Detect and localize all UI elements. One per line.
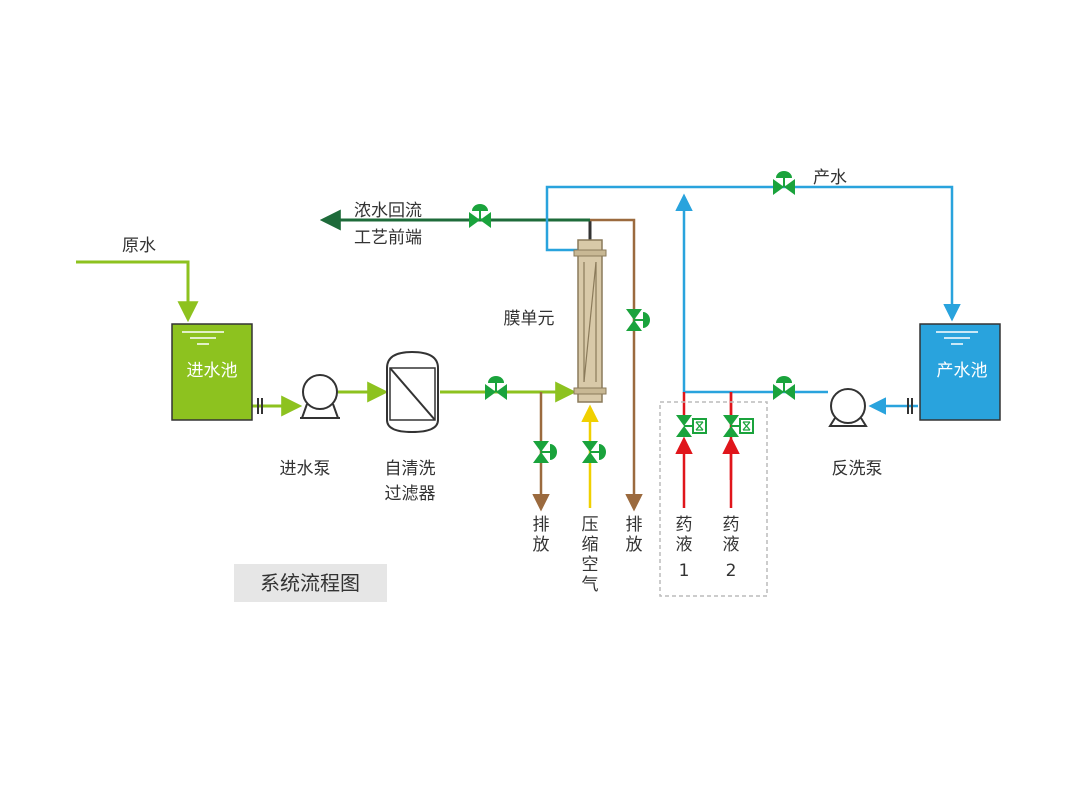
air-char-3: 空 — [582, 555, 599, 575]
inlet-tank — [171, 323, 263, 421]
chem-1-char-2: 液 — [676, 535, 693, 555]
chem-valve-1-icon — [675, 414, 707, 438]
inlet-pump-icon — [300, 374, 340, 419]
product-water-line — [545, 185, 961, 322]
drain-1-char-2: 放 — [533, 535, 550, 555]
membrane-unit — [573, 239, 607, 403]
raw-water-label: 原水 — [122, 236, 156, 256]
chemical-dosing-box — [659, 401, 768, 597]
chem-2-char-2: 液 — [723, 535, 740, 555]
air-valve-icon — [581, 440, 607, 464]
membrane-unit-label: 膜单元 — [504, 309, 555, 329]
drain-1-char-1: 排 — [533, 515, 550, 535]
raw-water-line — [76, 260, 199, 323]
inlet-tank-label: 进水池 — [187, 361, 238, 381]
concentrate-label-line1: 浓水回流 — [354, 201, 422, 221]
concentrate-valve-icon — [468, 203, 492, 229]
concentrate-label-line2: 工艺前端 — [354, 228, 422, 248]
chem-2-char-1: 药 — [723, 515, 740, 535]
product-valve-icon — [772, 170, 796, 196]
feed-valve-icon — [484, 375, 508, 401]
product-tank — [907, 323, 1001, 421]
self-cleaning-filter-icon — [386, 350, 439, 434]
filter-label-line1: 自清洗 — [385, 459, 436, 479]
chem-2-char-3: 2 — [726, 561, 737, 581]
drain-line-2 — [590, 218, 643, 512]
drain-2-char-1: 排 — [626, 515, 643, 535]
backwash-line-to-membrane — [675, 193, 828, 394]
inlet-pump-label: 进水泵 — [280, 459, 331, 479]
backwash-pump-label: 反洗泵 — [832, 459, 883, 479]
chem-1-char-1: 药 — [676, 515, 693, 535]
product-water-label: 产水 — [813, 168, 847, 188]
diagram-title: 系统流程图 — [260, 571, 360, 595]
air-char-2: 缩 — [582, 535, 599, 555]
filter-label-line2: 过滤器 — [385, 484, 436, 504]
chem-valve-2-icon — [722, 414, 754, 438]
backwash-valve-icon — [772, 375, 796, 401]
drain-valve-1-icon — [532, 440, 558, 464]
air-char-1: 压 — [582, 515, 599, 535]
drain-2-char-2: 放 — [626, 535, 643, 555]
drain-valve-2-icon — [625, 308, 651, 332]
air-char-4: 气 — [582, 575, 599, 595]
chem-1-char-3: 1 — [679, 561, 690, 581]
product-tank-label: 产水池 — [937, 361, 988, 381]
diagram-title-background — [234, 564, 387, 602]
backwash-pump-icon — [828, 388, 868, 427]
